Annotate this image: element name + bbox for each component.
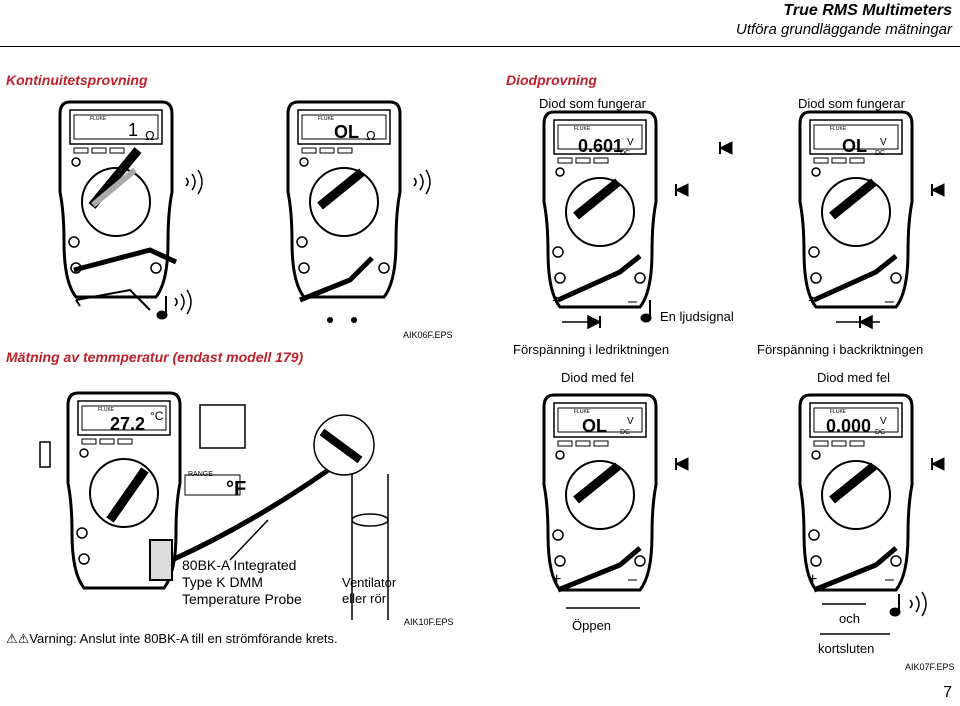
caption-diode-ok-2: Diod som fungerar: [798, 96, 905, 111]
meter1-unit: Ω: [145, 128, 155, 143]
meter4-reading: OL: [842, 136, 867, 156]
meter4-sub: DC: [875, 150, 885, 157]
brand-5: FLUKE: [98, 407, 115, 413]
brand-6: FLUKE: [574, 409, 591, 415]
meter3-sub: DC: [620, 150, 630, 157]
meter4-unit: V: [880, 137, 887, 148]
svg-text:–: –: [628, 293, 637, 310]
range-label: RANGE: [188, 471, 213, 478]
multimeter-1: [58, 100, 178, 311]
section-diode: Diodprovning: [506, 72, 597, 88]
svg-text:+: +: [552, 293, 561, 310]
meter3-reading: 0.601: [578, 136, 623, 156]
meter6-reading: OL: [582, 416, 607, 436]
svg-text:–: –: [885, 293, 894, 310]
brand-2: FLUKE: [318, 116, 335, 122]
brand-7: FLUKE: [830, 409, 847, 415]
caption-beep: En ljudsignal: [660, 309, 734, 324]
section-continuity: Kontinuitetsprovning: [6, 72, 148, 88]
meter7-sub: DC: [875, 429, 885, 436]
caption-and: och: [839, 611, 860, 626]
sound-icon: [174, 169, 927, 617]
page-number: 7: [943, 684, 952, 701]
caption-shorted: kortsluten: [818, 641, 875, 656]
probe-label: 80BK-A Integrated Type K DMM Temperature…: [182, 557, 302, 607]
meter6-unit: V: [627, 416, 634, 427]
music-note-icon: [156, 296, 901, 617]
figure-id-1: AIK06F.EPS: [403, 330, 453, 340]
header-subtitle: Utföra grundläggande mätningar: [736, 21, 952, 38]
figure-id-2: AIK10F.EPS: [404, 617, 454, 627]
warning-triangle-icon: ⚠⚠: [6, 631, 30, 646]
header-title: True RMS Multimeters: [783, 2, 952, 19]
multimeter-3: [542, 110, 658, 330]
section-temperature: Mätning av temmperatur (endast modell 17…: [6, 349, 304, 365]
diode-icon: [674, 141, 945, 471]
caption-reverse: Förspänning i backriktningen: [757, 342, 924, 357]
header-rule: [0, 46, 960, 47]
brand-4: FLUKE: [830, 126, 847, 132]
svg-text:–: –: [885, 571, 894, 588]
multimeter-7: [798, 393, 914, 635]
deg-f-label: °F: [226, 478, 246, 500]
meter3-unit: V: [627, 137, 634, 148]
caption-forward: Förspänning i ledriktningen: [513, 342, 670, 357]
multimeter-2: [286, 100, 402, 323]
svg-text:+: +: [808, 293, 817, 310]
meter2-unit: Ω: [366, 128, 376, 143]
caption-diode-ok-1: Diod som fungerar: [539, 96, 646, 111]
svg-text:–: –: [628, 571, 637, 588]
warning-text: ⚠⚠Varning: Anslut inte 80BK-A till en st…: [6, 631, 338, 646]
caption-diode-bad-1: Diod med fel: [561, 370, 634, 385]
meter5-unit: °C: [150, 409, 164, 423]
caption-open: Öppen: [572, 618, 612, 633]
figure-id-3: AIK07F.EPS: [905, 662, 955, 672]
meter5-reading: 27.2: [110, 414, 145, 434]
multimeter-4: [798, 110, 914, 330]
svg-text:+: +: [808, 571, 817, 588]
brand-3: FLUKE: [574, 126, 591, 132]
meter1-reading: 1: [128, 120, 138, 140]
caption-diode-bad-2: Diod med fel: [817, 370, 890, 385]
vent-label: Ventilator eller rör: [342, 575, 397, 606]
multimeter-6: [542, 393, 658, 609]
polarity-signs: + – + – + – + –: [552, 293, 894, 588]
svg-text:+: +: [552, 571, 561, 588]
multimeter-5: [39, 391, 389, 620]
brand-1: FLUKE: [90, 116, 107, 122]
meter7-unit: V: [880, 416, 887, 427]
meter6-sub: DC: [620, 429, 630, 436]
meter2-reading: OL: [334, 122, 359, 142]
meter7-reading: 0.000: [826, 416, 871, 436]
